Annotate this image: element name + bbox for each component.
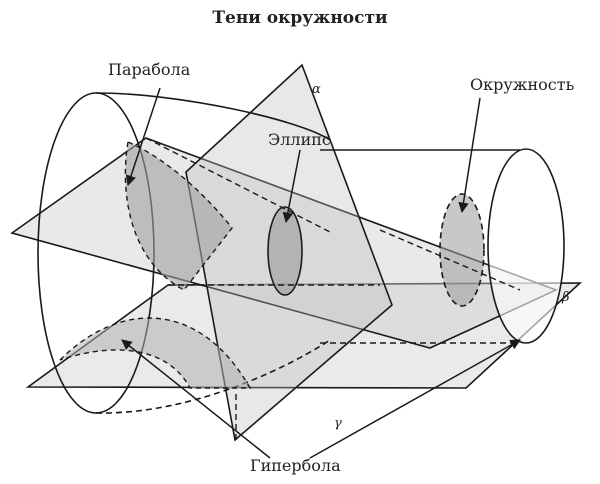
diagram-title: Тени окружности [212,8,388,28]
label-plane-gamma: γ [334,416,342,431]
leader-arrows [121,87,521,459]
ellipse-shadow [267,206,303,296]
hyperbola-shadow [59,317,252,389]
label-plane-alpha: α [312,82,321,97]
parabola-shadow [124,141,233,291]
right-cylinder [320,148,565,344]
construction-lines [145,137,521,440]
label-parabola: Парабола [108,60,191,79]
circle-shadow [439,193,485,307]
label-ellipse: Эллипс [268,130,331,149]
label-plane-beta: β [562,290,570,305]
label-circle: Окружность [470,75,575,94]
label-hyperbola: Гипербола [250,456,341,475]
